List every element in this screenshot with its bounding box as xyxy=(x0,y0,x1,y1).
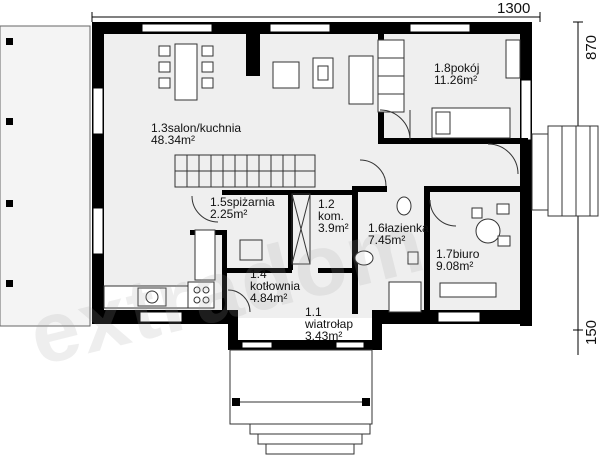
room-unit: m² xyxy=(273,291,288,305)
left-terrace xyxy=(0,25,91,327)
room-biuro-label: 1.7biuro 9.08m² xyxy=(436,248,479,272)
room-unit: m² xyxy=(463,73,478,87)
room-area: 7.45 xyxy=(368,233,392,247)
room-salon-label: 1.3salon/kuchnia 48.34m² xyxy=(151,122,241,146)
room-pokoj-label: 1.8pokój 11.26m² xyxy=(434,62,479,86)
room-area: 3.9 xyxy=(318,221,335,235)
room-kotlownia-label: 1.4 kotłownia 4.84m² xyxy=(250,268,300,304)
right-steps xyxy=(531,125,599,217)
dimension-width-label: 1300 xyxy=(497,0,531,17)
room-unit: m² xyxy=(334,221,349,235)
room-number: 1.5 xyxy=(210,195,227,209)
room-number: 1.4 xyxy=(250,267,267,281)
room-kom-label: 1.2 kom. 3.9m² xyxy=(318,198,349,234)
room-unit: m² xyxy=(181,133,196,147)
room-name: pokój xyxy=(450,61,480,75)
room-number: 1.7 xyxy=(436,247,453,261)
room-lazienka-label: 1.6łazienka 7.45m² xyxy=(368,222,429,246)
room-area: 48.34 xyxy=(151,133,182,147)
dimension-porch-label: 150 xyxy=(583,319,600,345)
bathroom-fixtures xyxy=(354,196,422,313)
entrance-porch xyxy=(229,349,373,455)
kitchen-counter xyxy=(103,229,216,309)
room-area: 2.25 xyxy=(210,207,234,221)
room-area: 11.26 xyxy=(434,73,464,87)
room-number: 1.6 xyxy=(368,221,385,235)
room-name: spiżarnia xyxy=(226,195,275,209)
room-area: 3.43 xyxy=(305,329,329,343)
room-spizarnia-label: 1.5spiżarnia 2.25m² xyxy=(210,196,275,220)
stairs xyxy=(174,154,316,188)
room-area: 9.08 xyxy=(436,259,460,273)
shelves xyxy=(239,193,311,265)
room-unit: m² xyxy=(233,207,248,221)
room-name: łazienka xyxy=(384,221,429,235)
dimension-depth-label: 870 xyxy=(583,34,600,60)
top-dimension-line xyxy=(91,12,541,22)
living-room-furniture xyxy=(272,39,405,113)
room-name: salon/kuchnia xyxy=(167,121,242,135)
room-number: 1.8 xyxy=(434,61,451,75)
room-number: 1.3 xyxy=(151,121,168,135)
room-area: 4.84 xyxy=(250,291,274,305)
office-furniture xyxy=(439,203,511,298)
room-unit: m² xyxy=(459,259,474,273)
room-wiatrolap-label: 1.1 wiatrołap 3.43m² xyxy=(305,306,353,342)
room-name: biuro xyxy=(452,247,480,261)
room-name: wiatrołap xyxy=(305,317,354,331)
room-number: 1.2 xyxy=(318,197,335,211)
room-unit: m² xyxy=(328,329,343,343)
room-unit: m² xyxy=(391,233,406,247)
dining-table xyxy=(158,43,214,101)
bed xyxy=(431,39,521,139)
room-number: 1.1 xyxy=(305,305,322,319)
room-name: kom. xyxy=(318,209,345,223)
room-name: kotłownia xyxy=(250,279,301,293)
